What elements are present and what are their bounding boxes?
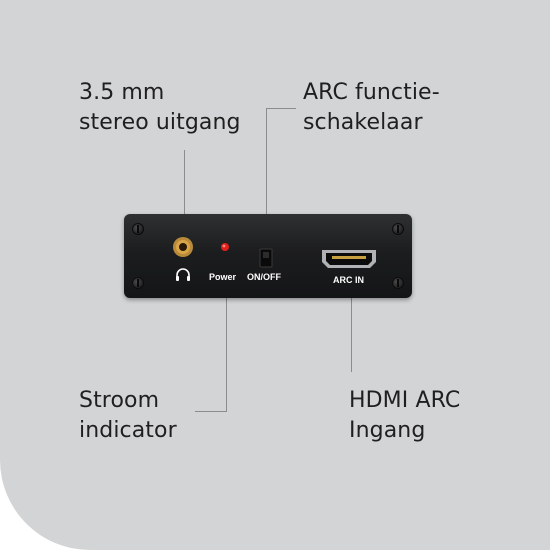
audio-jack-port[interactable]: [171, 235, 195, 259]
callout-arc-switch-line1: ARC functie-: [303, 80, 440, 105]
screw-icon: [132, 223, 144, 235]
callout-arc-switch: ARC functie- schakelaar: [303, 78, 440, 138]
leader-line-hdmi-arc: [351, 296, 352, 372]
screw-icon: [392, 277, 404, 289]
callout-stereo-out-line2: stereo uitgang: [79, 110, 241, 135]
hdmi-label: ARC IN: [333, 275, 364, 285]
callout-power-indicator-line2: indicator: [79, 418, 177, 443]
callout-hdmi-arc-line1: HDMI ARC: [349, 388, 461, 413]
leader-line-arc-switch-horizontal: [266, 108, 296, 109]
hdmi-arc-extractor-device: Power ON/OFF ARC IN: [124, 214, 412, 298]
power-led-icon: [221, 243, 229, 251]
screw-icon: [132, 277, 144, 289]
leader-line-power-horizontal: [195, 411, 227, 412]
callout-power-indicator-line1: Stroom: [79, 388, 160, 413]
screw-icon: [392, 223, 404, 235]
hdmi-port-icon[interactable]: [320, 248, 378, 270]
callout-hdmi-arc: HDMI ARC Ingang: [349, 386, 460, 446]
leader-line-stereo-out: [184, 150, 185, 238]
callout-stereo-out-line1: 3.5 mm: [79, 80, 165, 105]
headphone-icon: [176, 268, 190, 281]
callout-power-indicator: Stroom indicator: [79, 386, 177, 446]
leader-line-power-vertical: [226, 288, 227, 412]
switch-label: ON/OFF: [247, 272, 281, 282]
callout-stereo-out: 3.5 mm stereo uitgang: [79, 78, 241, 138]
toggle-switch-icon[interactable]: [259, 248, 273, 268]
callout-arc-switch-line2: schakelaar: [303, 110, 423, 135]
power-label: Power: [209, 272, 237, 282]
leader-line-arc-switch-vertical: [266, 108, 267, 248]
callout-hdmi-arc-line2: Ingang: [349, 418, 426, 443]
